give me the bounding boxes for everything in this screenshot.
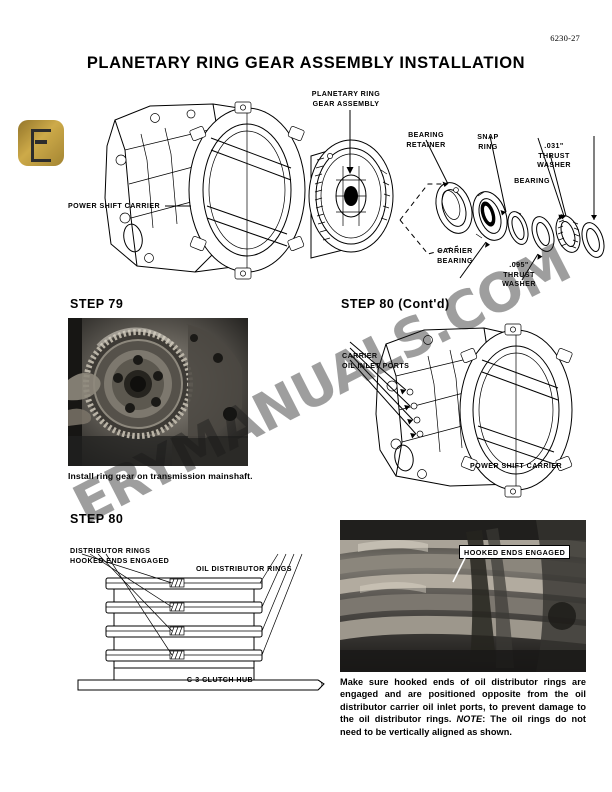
label-power-shift-carrier-top: POWER SHIFT CARRIER [68,202,161,210]
page-title: PLANETARY RING GEAR ASSEMBLY INSTALLATIO… [86,54,526,72]
label-bearing: BEARING [514,177,550,185]
leader-hooked-ends-engaged [443,557,473,584]
body-text-2: : The oil rings do not need to be vertic… [340,714,586,737]
step-80-contd-drawing [349,318,592,498]
watermark-logo-icon [18,120,64,166]
step-79-caption: Install ring gear on transmission mainsh… [68,471,253,481]
label-c3-clutch-hub: C-3 CLUTCH HUB [186,676,254,684]
photo-label-hooked-ends-engaged: HOOKED ENDS ENGAGED [459,545,571,559]
step-79-heading: STEP 79 [70,297,124,311]
label-power-shift-carrier-right: POWER SHIFT CARRIER [470,462,563,470]
label-snap-ring: SNAP RING [477,133,499,151]
body-text-1: Make sure hooked ends of oil distributor… [340,677,586,725]
step-80-heading: STEP 80 [70,512,124,526]
step-80-photo [340,520,586,672]
step-79-photo [68,318,248,466]
label-bearing-retainer: BEARING RETAINER [406,131,446,149]
step-80-contd-heading: STEP 80 (Cont'd) [341,297,450,311]
label-planetary-ring-gear-assembly: PLANETARY RING GEAR ASSEMBLY [311,90,381,108]
label-095-thrust-washer: .095" THRUST WASHER [502,261,536,288]
note-label: NOTE [456,714,483,725]
leader-planetary-ring-gear [343,110,357,176]
top-assembly-drawing [95,98,425,288]
label-carrier-oil-inlet-ports: CARRIER OIL INLET PORTS [342,352,410,370]
clutch-hub-rings-drawing [68,553,340,694]
step-80-body-text: Make sure hooked ends of oil distributor… [340,676,586,738]
label-carrier-bearing: CARRIER BEARING [437,247,473,265]
leader-power-shift-carrier-top [165,196,205,218]
label-031-thrust-washer: .031" THRUST WASHER [537,142,571,169]
label-distributor-rings-hooked-ends: DISTRIBUTOR RINGS HOOKED ENDS ENGAGED [70,547,170,565]
bearing-stack-drawing [398,135,608,281]
page-number: 6230-27 [550,33,580,43]
